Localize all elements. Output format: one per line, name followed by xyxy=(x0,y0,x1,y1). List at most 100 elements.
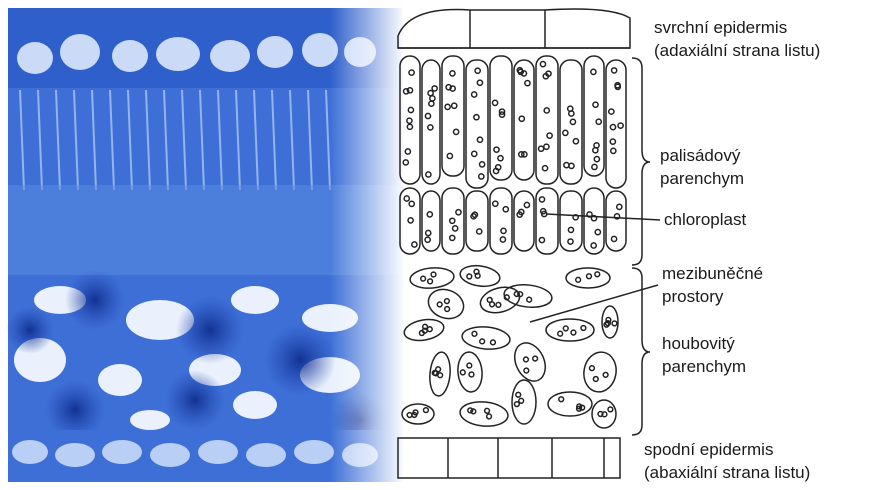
chloroplast xyxy=(594,157,599,162)
chloroplast-pointer xyxy=(546,214,660,220)
chloroplast xyxy=(498,156,503,161)
chloroplast xyxy=(425,113,430,118)
palisade-cell xyxy=(514,60,534,180)
upper-epidermis-line-2: (adaxiální strana listu) xyxy=(654,39,820,62)
spongy-line-2: parenchym xyxy=(662,355,746,378)
chloroplast xyxy=(606,317,611,322)
chloroplast xyxy=(501,228,506,233)
chloroplast xyxy=(471,409,476,414)
chloroplast xyxy=(426,172,431,177)
chloroplast xyxy=(611,236,616,241)
chloroplast xyxy=(467,274,472,279)
chloroplast xyxy=(568,227,573,232)
spongy-cell xyxy=(581,350,619,395)
spongy-cell xyxy=(409,266,455,290)
spongy-cell xyxy=(456,351,483,393)
palisade-cell xyxy=(536,56,558,184)
spongy-cells-drawing xyxy=(402,263,619,428)
chloroplast xyxy=(405,149,410,154)
palisade-line-1: palisádový xyxy=(660,144,744,167)
spaces-line-2: prostory xyxy=(662,285,763,308)
chloroplast xyxy=(495,302,501,308)
palisade-cell xyxy=(536,188,558,254)
chloroplast xyxy=(602,412,607,417)
chloroplast xyxy=(494,147,499,152)
chloroplast xyxy=(490,340,495,345)
spongy-cell xyxy=(602,306,618,338)
chloroplast xyxy=(472,92,477,97)
intercellular-spaces-label: mezibuněčné prostory xyxy=(662,262,763,308)
chloroplast xyxy=(480,339,485,344)
chloroplast xyxy=(539,197,544,202)
spongy-label: houbovitý parenchym xyxy=(662,332,746,378)
palisade-cell xyxy=(466,191,488,251)
chloroplast xyxy=(407,124,412,129)
palisade-cell xyxy=(560,191,582,251)
chloroplast xyxy=(486,414,491,419)
chloroplast xyxy=(611,148,616,153)
leaf-drawing xyxy=(398,9,660,478)
chloroplast xyxy=(444,298,450,304)
chloroplast xyxy=(477,80,482,85)
chloroplast xyxy=(617,204,622,209)
palisade-cell xyxy=(606,60,626,188)
chloroplast xyxy=(610,139,615,144)
spaces-line-1: mezibuněčné xyxy=(662,262,763,285)
chloroplast xyxy=(563,130,568,135)
chloroplast xyxy=(540,62,545,67)
chloroplast xyxy=(427,212,432,217)
chloroplast xyxy=(421,276,426,281)
chloroplast xyxy=(447,153,452,158)
chloroplast xyxy=(430,96,435,101)
chloroplast xyxy=(593,376,599,382)
lower-epidermis-line-2: (abaxiální strana listu) xyxy=(644,461,810,484)
chloroplast xyxy=(425,237,430,242)
micrograph xyxy=(6,8,405,482)
chloroplast xyxy=(426,230,431,235)
chloroplast xyxy=(527,297,532,302)
chloroplast xyxy=(608,407,613,412)
chloroplast xyxy=(477,229,482,234)
chloroplast xyxy=(409,201,414,206)
chloroplast xyxy=(612,68,617,73)
chloroplast xyxy=(474,115,479,120)
chloroplast xyxy=(559,397,564,402)
chloroplast xyxy=(591,243,596,248)
palisade-cell xyxy=(584,56,604,176)
chloroplast xyxy=(427,279,432,284)
chloroplast xyxy=(493,201,498,206)
spongy-cell xyxy=(512,380,536,424)
spongy-cell xyxy=(478,283,523,317)
chloroplast xyxy=(408,107,413,112)
palisade-cell xyxy=(490,188,512,254)
palisade-cell xyxy=(560,60,582,184)
spongy-cell xyxy=(503,283,553,310)
chloroplast xyxy=(412,242,417,247)
chloroplast xyxy=(432,86,437,91)
spongy-cell xyxy=(428,351,452,397)
chloroplast xyxy=(436,367,441,372)
chloroplast xyxy=(571,330,576,335)
spongy-line-1: houbovitý xyxy=(662,332,746,355)
chloroplast xyxy=(612,321,617,326)
chloroplast xyxy=(408,218,413,223)
palisade-brace xyxy=(632,58,650,265)
chloroplast xyxy=(407,118,412,123)
chloroplast xyxy=(474,269,479,274)
spongy-cell xyxy=(461,325,511,351)
chloroplast xyxy=(450,218,455,223)
palisade-cell xyxy=(422,191,440,251)
chloroplast xyxy=(428,91,433,96)
chloroplast xyxy=(525,81,530,86)
upper-epidermis-label: svrchní epidermis (adaxiální strana list… xyxy=(654,16,820,62)
chloroplast xyxy=(489,301,495,307)
chloroplast xyxy=(603,372,609,378)
chloroplast xyxy=(591,69,596,74)
chloroplast xyxy=(544,108,549,113)
chloroplast xyxy=(450,71,455,76)
chloroplast xyxy=(593,102,598,107)
spongy-brace xyxy=(632,268,650,435)
chloroplast xyxy=(523,367,529,373)
chloroplast xyxy=(454,129,459,134)
spongy-cell xyxy=(402,404,434,424)
